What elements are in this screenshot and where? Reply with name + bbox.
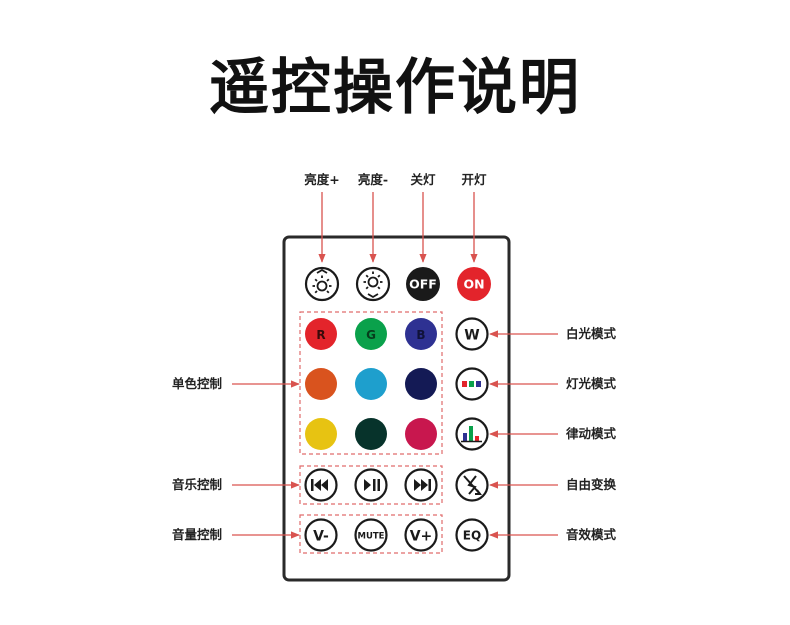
navy-button[interactable]	[405, 368, 437, 400]
bar-chart-icon	[461, 426, 482, 443]
eq-label: EQ	[463, 529, 481, 543]
label-rhythm-mode: 律动模式	[566, 426, 617, 441]
brightness-down-button[interactable]	[355, 266, 391, 302]
volume-up-label: V+	[410, 529, 433, 545]
volume-group	[299, 514, 443, 554]
sun-up-icon	[312, 268, 332, 294]
label-free-change: 自由变换	[566, 477, 617, 492]
green-label: G	[366, 328, 376, 342]
music-group	[299, 465, 443, 505]
page-title: 遥控操作说明	[209, 53, 581, 123]
green-button[interactable]: G	[355, 318, 387, 350]
volume-up-button[interactable]: V+	[404, 518, 438, 552]
blue-label: B	[416, 328, 425, 342]
label-sound-mode: 音效模式	[566, 527, 617, 542]
color-blocks-icon	[462, 381, 481, 387]
free-change-button[interactable]	[455, 468, 489, 502]
label-brightness-up: 亮度+	[304, 172, 339, 187]
light-mode-button[interactable]	[455, 367, 489, 401]
single-color-group	[299, 311, 443, 455]
brightness-up-button[interactable]	[304, 266, 340, 302]
next-track-button[interactable]	[404, 468, 438, 502]
play-pause-button[interactable]	[354, 468, 388, 502]
label-music-control: 音乐控制	[172, 477, 222, 492]
label-light-mode: 灯光模式	[566, 376, 617, 391]
crimson-button[interactable]	[405, 418, 437, 450]
red-button[interactable]: R	[305, 318, 337, 350]
cyan-button[interactable]	[355, 368, 387, 400]
white-mode-button[interactable]: W	[455, 317, 489, 351]
label-light-off: 关灯	[410, 172, 436, 187]
previous-track-button[interactable]	[304, 468, 338, 502]
label-brightness-down: 亮度-	[358, 172, 388, 187]
play-pause-icon	[364, 479, 380, 491]
shuffle-icon	[463, 475, 482, 495]
mute-button[interactable]: MUTE	[354, 518, 388, 552]
rhythm-mode-button[interactable]	[455, 417, 489, 451]
fast-forward-icon	[414, 479, 431, 491]
off-label: OFF	[409, 277, 437, 292]
red-label: R	[316, 328, 325, 342]
on-button[interactable]: ON	[457, 267, 491, 301]
on-label: ON	[463, 277, 484, 292]
yellow-button[interactable]	[305, 418, 337, 450]
dark-teal-button[interactable]	[355, 418, 387, 450]
volume-down-button[interactable]: V-	[304, 518, 338, 552]
eq-button[interactable]: EQ	[455, 518, 489, 552]
sun-down-icon	[363, 271, 383, 299]
label-light-on: 开灯	[461, 172, 487, 187]
remote-body	[282, 235, 511, 582]
rewind-icon	[311, 479, 328, 491]
label-white-mode: 白光模式	[566, 326, 617, 341]
label-volume-control: 音量控制	[172, 527, 222, 542]
orange-button[interactable]	[305, 368, 337, 400]
white-label: W	[464, 328, 479, 344]
mute-label: MUTE	[358, 532, 385, 542]
blue-button[interactable]: B	[405, 318, 437, 350]
label-single-color: 单色控制	[172, 376, 222, 391]
off-button[interactable]: OFF	[406, 267, 440, 301]
volume-down-label: V-	[313, 529, 329, 545]
